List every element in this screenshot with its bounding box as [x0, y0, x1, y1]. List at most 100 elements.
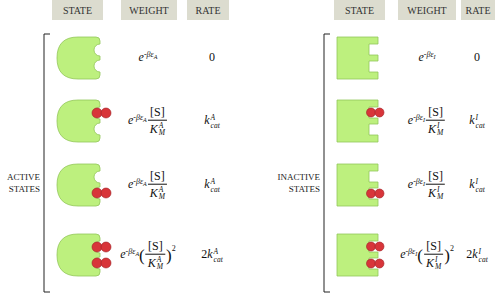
cell-group: 2kAcat — [201, 248, 223, 263]
superscript: A — [211, 178, 220, 186]
column-header: WEIGHT — [398, 0, 456, 20]
stack-group: IM — [437, 185, 443, 200]
exponent: -βε — [126, 246, 136, 255]
column-header: STATE — [52, 0, 103, 20]
exponent: -βε — [133, 176, 143, 185]
den-group: KIM — [426, 183, 445, 200]
exponent-subscript: I — [423, 180, 425, 186]
exponential-base: e — [128, 113, 133, 127]
michaelis-constant: K — [428, 187, 436, 200]
group-label: ACTIVE STATES — [7, 172, 40, 195]
coefficient: 2 — [466, 247, 472, 261]
subscript: cat — [211, 121, 220, 129]
active-one-bound — [57, 100, 111, 142]
cell-group: 2kIcat — [466, 248, 488, 263]
exponential-base: e — [408, 113, 413, 127]
frac-group: [S]KAM — [148, 170, 167, 201]
cell-group: kIcat — [469, 178, 485, 193]
exponent: -βε — [413, 176, 423, 185]
subscript: cat — [214, 255, 223, 263]
michaelis-constant: K — [150, 187, 158, 200]
stack-group: AM — [159, 185, 165, 200]
num-group: [S] — [424, 240, 443, 254]
num-group: [S] — [426, 170, 445, 184]
power: 2 — [172, 244, 176, 253]
cell-group: e-βεA([S]KAM)2 — [120, 240, 175, 271]
num-group: [S] — [426, 106, 445, 120]
column-header: RATE — [461, 0, 495, 20]
concentration: [S] — [148, 239, 163, 253]
exponent-subscript: I — [415, 250, 417, 256]
superscript: A — [159, 185, 165, 193]
superscript: I — [437, 185, 443, 193]
sup-group: -βεI — [424, 51, 436, 60]
stack-group: Acat — [214, 248, 223, 263]
active-two-bound — [57, 234, 111, 276]
superscript: A — [157, 255, 163, 263]
header-text: STATE — [345, 5, 374, 16]
exponential-base: e — [400, 247, 405, 261]
cell-group: e-βεI — [418, 51, 435, 65]
exponential-base: e — [120, 247, 125, 261]
exponent: -βε — [405, 246, 415, 255]
concentration: [S] — [428, 105, 443, 119]
header-text: RATE — [466, 5, 491, 16]
stack-group: Acat — [211, 178, 220, 193]
stack-group: AM — [159, 121, 165, 136]
parenthesis: ) — [166, 246, 172, 265]
superscript: A — [214, 248, 223, 256]
frac-group: [S]KIM — [426, 170, 445, 201]
den-group: KAM — [148, 119, 167, 136]
frac-group: [S]KIM — [424, 240, 443, 271]
header-text: WEIGHT — [407, 5, 446, 16]
cell-group: e-βεI([S]KIM)2 — [400, 240, 454, 271]
cell-group: e-βεA — [139, 51, 158, 65]
frac-group: [S]KIM — [426, 106, 445, 137]
subscript: cat — [476, 185, 485, 193]
rate-constant: k — [469, 177, 474, 191]
num-group: [S] — [148, 106, 167, 120]
header-text: RATE — [196, 5, 221, 16]
cell-group: e-βεI[S]KIM — [408, 106, 446, 137]
exponential-base: e — [128, 177, 133, 191]
subscript: cat — [479, 255, 488, 263]
active-empty — [57, 37, 100, 79]
stack-group: IM — [437, 121, 443, 136]
sup-group: -βεA — [133, 113, 146, 122]
column-header: STATE — [334, 0, 385, 20]
subscript: cat — [476, 121, 485, 129]
parenthesis: ) — [444, 246, 450, 265]
active-bracket — [44, 34, 50, 292]
coefficient: 2 — [201, 247, 207, 261]
exponent: -βε — [144, 50, 154, 59]
superscript: A — [159, 121, 165, 129]
header-text: WEIGHT — [129, 5, 168, 16]
active-one-bound — [57, 164, 111, 206]
rate-constant: k — [207, 247, 212, 261]
sup-group: -βεI — [413, 113, 425, 122]
michaelis-constant: K — [426, 257, 434, 270]
cell-group: 0 — [209, 51, 215, 64]
den-group: KIM — [426, 119, 445, 136]
cell-group: e-βεA[S]KAM — [128, 170, 168, 201]
parenthesis: ( — [417, 246, 423, 265]
subscript: M — [435, 263, 441, 271]
num-group: [S] — [148, 170, 167, 184]
cell-group: e-βεI[S]KIM — [408, 170, 446, 201]
den-group: KAM — [148, 183, 167, 200]
exponent-subscript: A — [135, 250, 139, 256]
sup-group: -βεA — [126, 247, 139, 256]
exponent-subscript: I — [434, 54, 436, 60]
superscript: I — [479, 248, 488, 256]
inactive-bracket — [324, 34, 330, 292]
concentration: [S] — [150, 105, 165, 119]
exponent: -βε — [133, 112, 143, 121]
michaelis-constant: K — [428, 123, 436, 136]
rate-value: 0 — [209, 50, 215, 64]
stack-group: Acat — [211, 114, 220, 129]
exponential-base: e — [418, 51, 423, 65]
exponential-base: e — [139, 51, 144, 65]
den-group: KAM — [146, 253, 165, 270]
michaelis-constant: K — [150, 123, 158, 136]
